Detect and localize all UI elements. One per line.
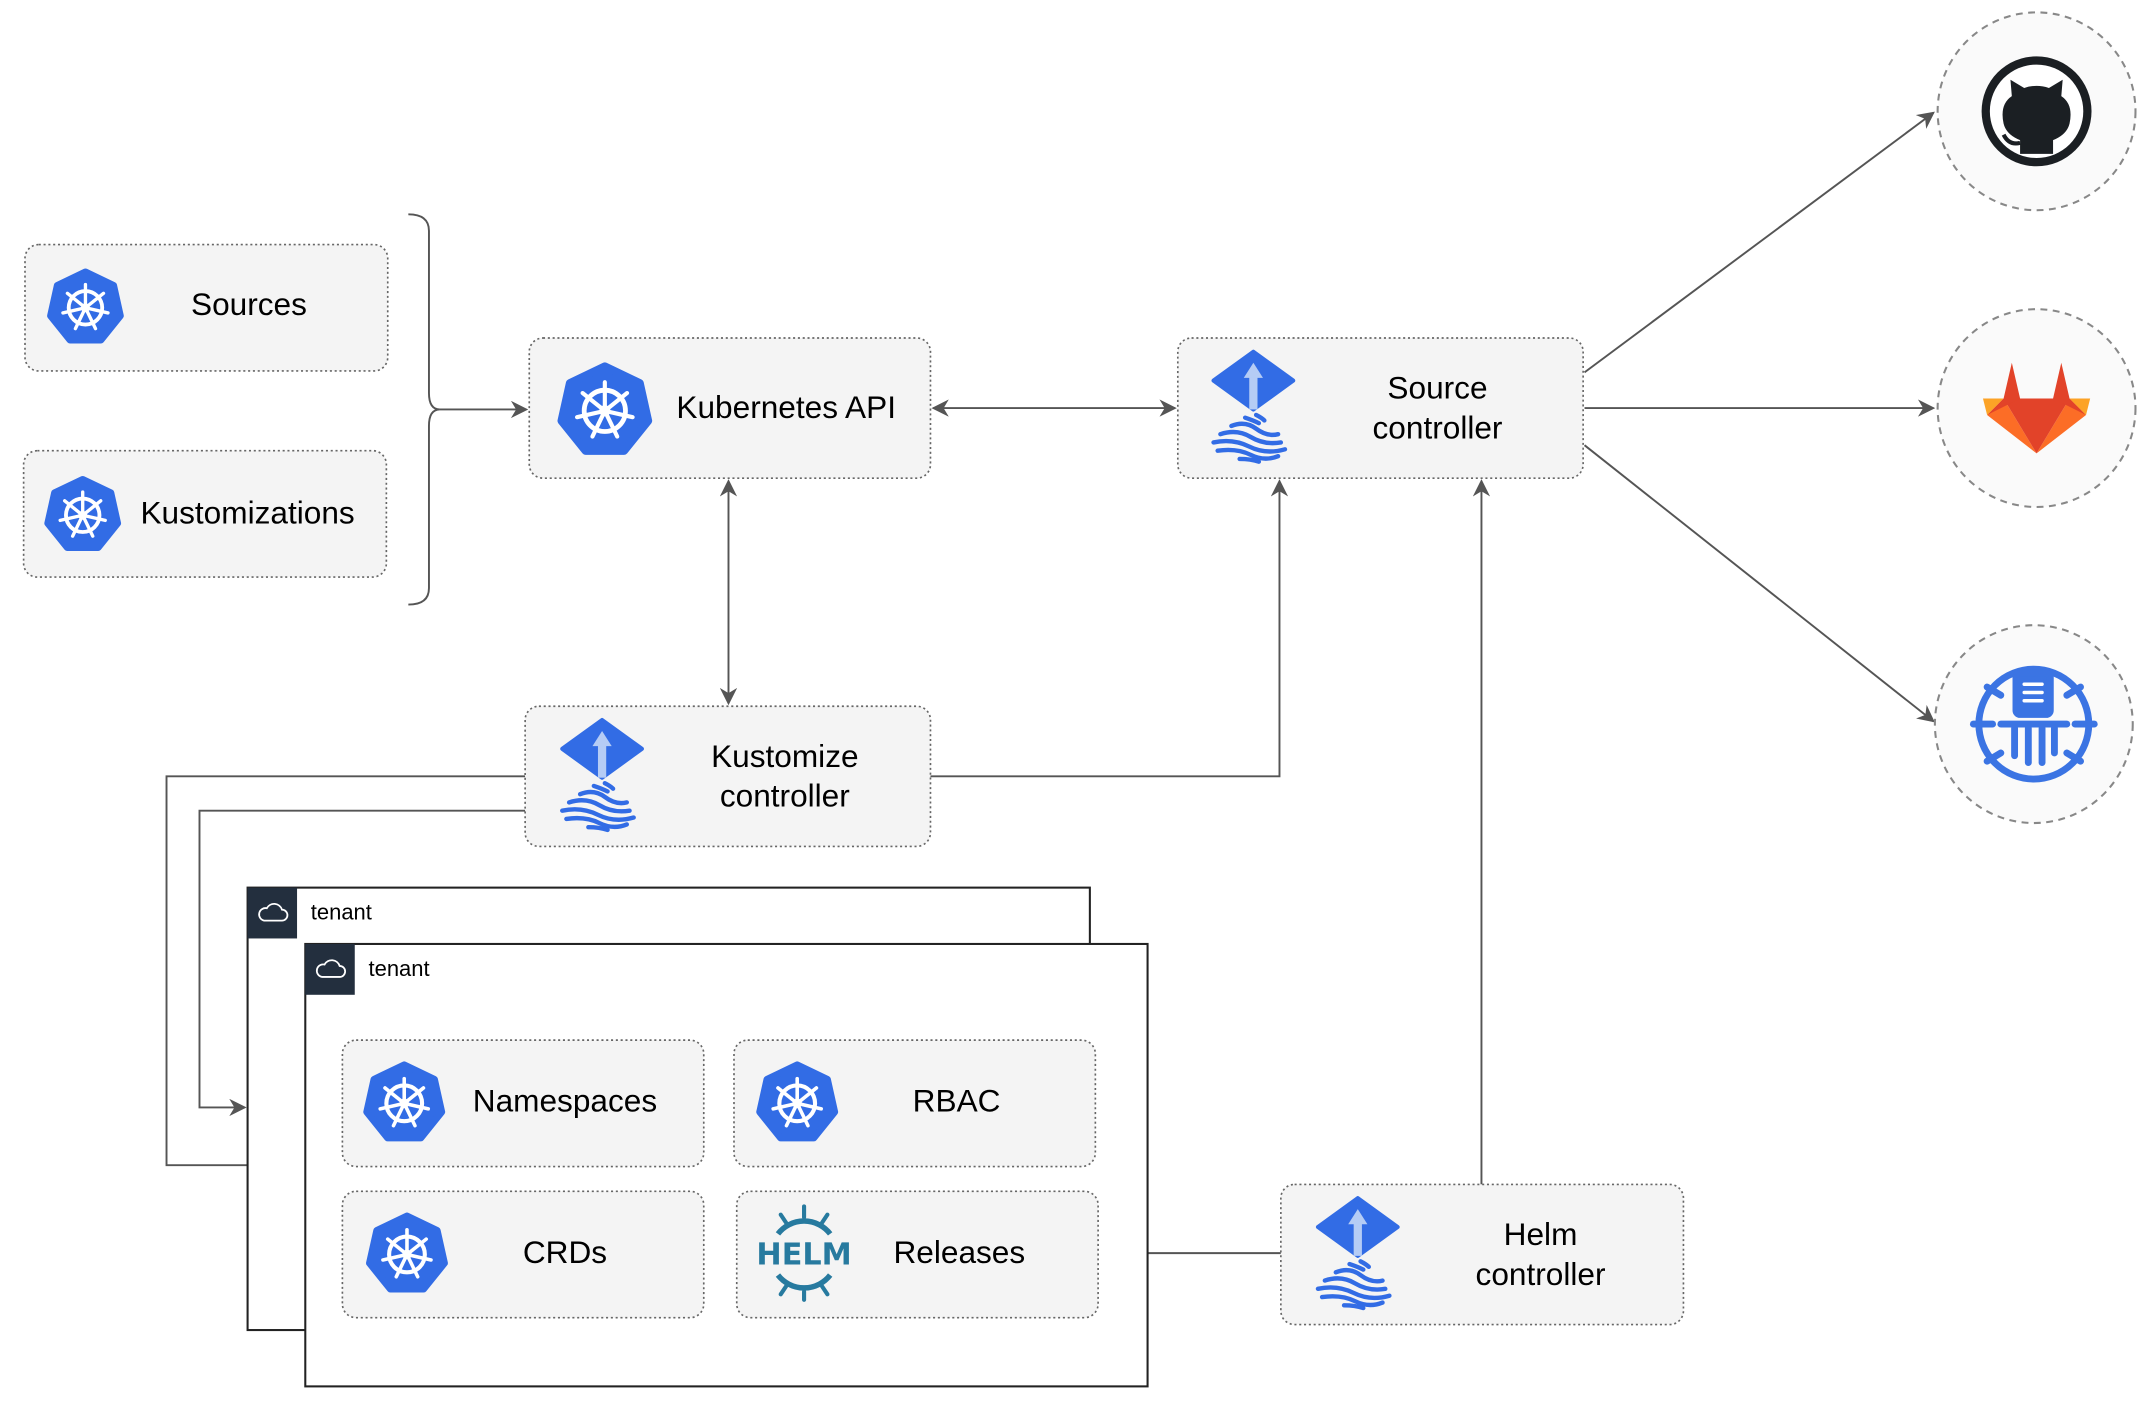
rbac-node[interactable]: RBAC [733,1039,1097,1168]
kubernetes-icon [561,366,648,451]
tenant-label: tenant [369,956,430,981]
namespaces-label: Namespaces [473,1083,657,1119]
kustomizations-node[interactable]: Kustomizations [22,449,388,578]
helm-controller-label-line2: controller [1476,1256,1606,1292]
rbac-label: RBAC [913,1083,1001,1119]
kubernetes-icon [50,272,120,341]
helm-controller-label-line1: Helm [1504,1216,1578,1252]
source-controller-label-line2: controller [1373,409,1503,445]
crds-node[interactable]: CRDs [341,1190,705,1319]
sources-label: Sources [191,286,307,322]
crds-label: CRDs [523,1234,607,1270]
edge-source-to-github [1583,111,1935,374]
bucket-source[interactable] [1933,624,2134,825]
kustomizations-label: Kustomizations [140,495,354,531]
kustomize-controller-node[interactable]: Kustomize controller [524,705,932,848]
kubernetes-icon [760,1065,835,1138]
helm-controller-node[interactable]: Helm controller [1280,1183,1685,1326]
tenant-label: tenant [311,900,372,925]
bucket-icon [1969,665,2098,783]
edge-source-to-bucket [1583,444,1935,723]
kustomize-controller-label-line2: controller [720,778,850,814]
gitlab-source[interactable] [1936,308,2137,509]
kubernetes-api-label: Kubernetes API [676,389,896,425]
namespaces-node[interactable]: Namespaces [341,1039,705,1168]
kubernetes-icon [369,1216,444,1289]
helm-logo-text: HELM [756,1237,851,1272]
releases-label: Releases [893,1234,1025,1270]
kubernetes-icon [367,1065,442,1138]
source-controller-node[interactable]: Source controller [1176,337,1584,479]
edge-kustomize-to-tenant-back [198,809,526,1117]
kubernetes-api-node[interactable]: Kubernetes API [528,337,932,479]
kustomize-controller-label-line1: Kustomize [711,738,858,774]
releases-node[interactable]: HELM Releases [735,1190,1099,1319]
gitlab-icon [1982,362,2091,454]
kubernetes-icon [48,479,118,548]
edge-kustomize-to-source-controller [930,479,1289,778]
sources-node[interactable]: Sources [24,243,389,372]
grouping-brace [408,213,441,606]
github-source[interactable] [1936,11,2137,212]
edge-kustomize-to-tenant-front [165,775,526,1174]
helm-icon: HELM [756,1204,852,1302]
github-icon [1981,56,2092,167]
source-controller-label-line1: Source [1387,370,1487,406]
